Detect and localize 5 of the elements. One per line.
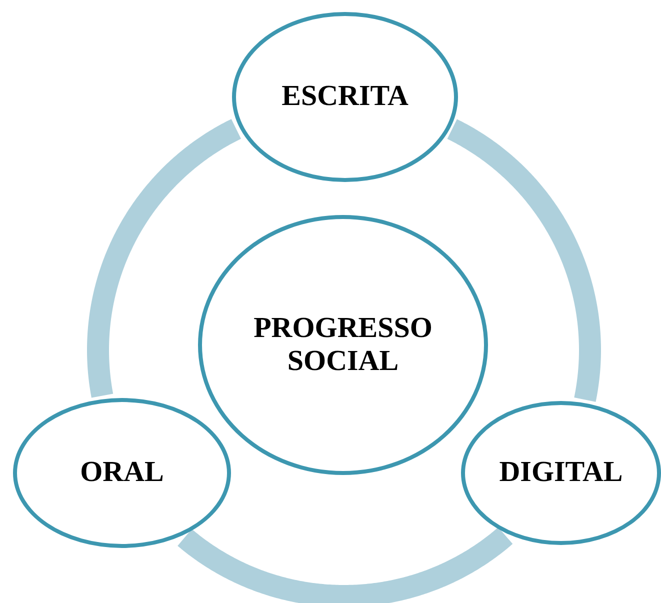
- node-label: ESCRITA: [282, 80, 408, 114]
- node-label: ORAL: [80, 456, 164, 490]
- connector-ring-arc: [175, 526, 516, 603]
- node-label: PROGRESSO SOCIAL: [252, 312, 434, 378]
- node-label: DIGITAL: [499, 456, 623, 490]
